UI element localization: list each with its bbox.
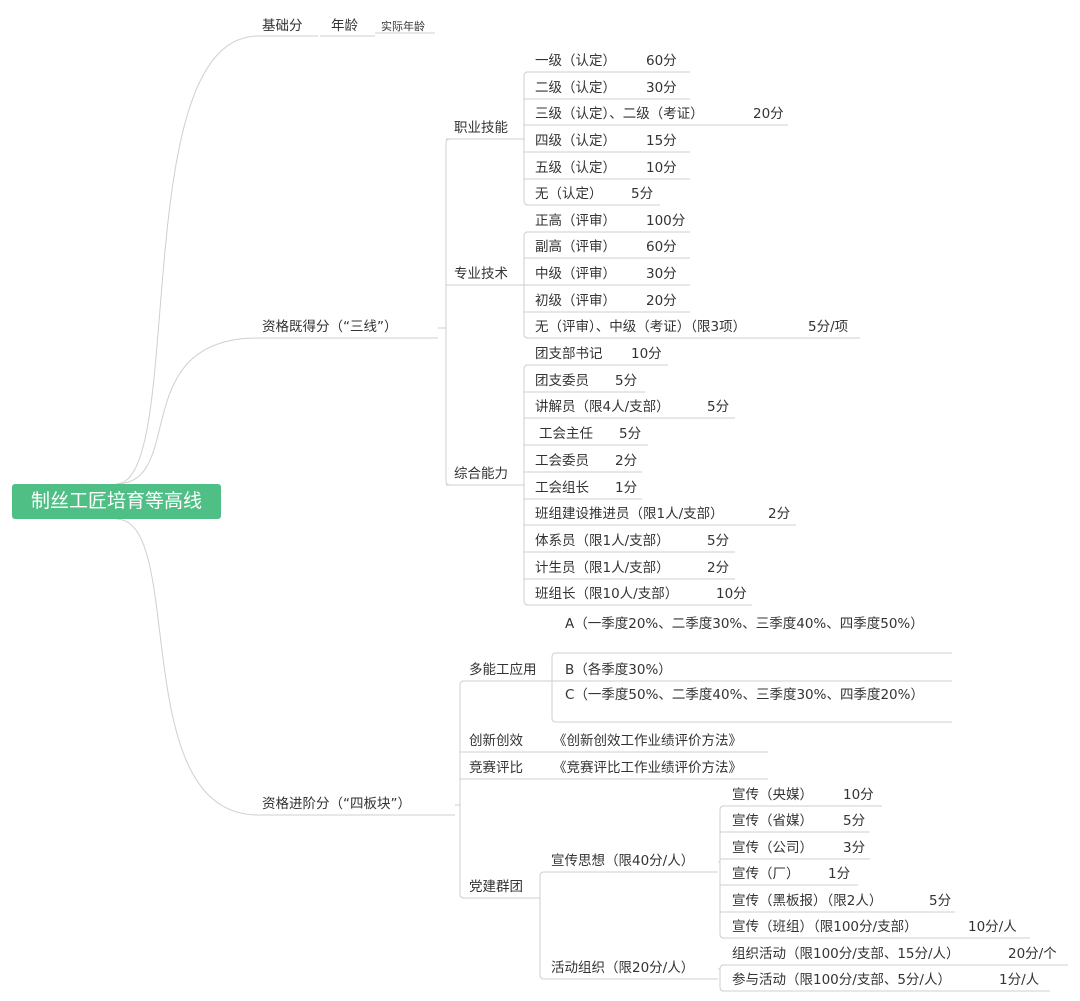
advanced-score-node[interactable]: 资格进阶分（“四板块”） [262, 796, 411, 812]
leaf-score: 5分 [707, 399, 730, 415]
leaf-item[interactable]: 班组长（限10人/支部） [535, 586, 679, 602]
leaf-item[interactable]: 计生员（限1人/支部） [535, 560, 670, 576]
basic-score-node[interactable]: 基础分 [262, 18, 303, 34]
leaf-score: 1分/人 [999, 972, 1040, 988]
leaf-item[interactable]: 四级（认定） [535, 133, 616, 149]
leaf-score: 30分 [646, 80, 677, 96]
leaf-score: 100分 [646, 213, 686, 229]
leaf-score: 10分 [843, 787, 874, 803]
connector [523, 71, 530, 139]
leaf-item[interactable]: 团支委员 [535, 373, 589, 389]
leaf-item[interactable]: 工会委员 [535, 453, 589, 469]
leaf-score: 10分 [631, 346, 662, 362]
multi-item-a[interactable]: A（一季度20%、二季度30%、三季度40%、四季度50%） [565, 616, 924, 632]
leaf-item[interactable]: 宣传（省媒） [732, 813, 813, 829]
leaf-score: 1分 [828, 866, 851, 882]
leaf-item[interactable]: 一级（认定） [535, 53, 616, 69]
leaf-item[interactable]: 工会组长 [535, 480, 589, 496]
leaf-item[interactable]: 五级（认定） [535, 160, 616, 176]
connector [551, 652, 558, 681]
leaf-score: 1分 [615, 480, 638, 496]
leaf-score: 30分 [646, 266, 677, 282]
innovation-node[interactable]: 创新创效 [469, 733, 523, 749]
tech-node[interactable]: 专业技术 [454, 266, 508, 282]
leaf-item[interactable]: 工会主任 [539, 426, 593, 442]
connector [523, 485, 530, 606]
leaf-item[interactable]: 无（认定） [535, 186, 603, 202]
leaf-item[interactable]: 组织活动（限100分/支部、15分/人） [732, 946, 960, 962]
leaf-item[interactable]: 初级（评审） [535, 293, 616, 309]
leaf-score: 20分 [646, 293, 677, 309]
multi-item-b[interactable]: B（各季度30%） [565, 662, 672, 678]
connector [115, 518, 259, 816]
leaf-score: 5分 [843, 813, 866, 829]
leaf-score: 10分 [646, 160, 677, 176]
connector [523, 364, 530, 485]
leaf-score: 60分 [646, 53, 677, 69]
leaf-score: 5分 [707, 533, 730, 549]
activity-node[interactable]: 活动组织（限20分/人） [551, 960, 695, 976]
leaf-score: 20分/个 [1008, 946, 1057, 962]
multi-item-c[interactable]: C（一季度50%、二季度40%、三季度30%、四季度20%） [565, 687, 924, 703]
competition-detail[interactable]: 《竞赛评比工作业绩评价方法》 [553, 760, 742, 776]
leaf-item[interactable]: 班组建设推进员（限1人/支部） [535, 506, 724, 522]
connector [719, 862, 726, 939]
connector [115, 35, 259, 485]
connector [551, 681, 558, 723]
leaf-score: 2分 [768, 506, 791, 522]
connector [719, 969, 726, 992]
competition-node[interactable]: 竞赛评比 [469, 760, 523, 776]
leaf-item[interactable]: 正高（评审） [535, 213, 616, 229]
leaf-score: 10分 [716, 586, 747, 602]
leaf-score: 10分/人 [968, 919, 1017, 935]
leaf-item[interactable]: 宣传（央媒） [732, 787, 813, 803]
multi-skill-node[interactable]: 多能工应用 [469, 662, 537, 678]
propaganda-node[interactable]: 宣传思想（限40分/人） [551, 853, 695, 869]
connector [445, 328, 452, 486]
connector [523, 139, 530, 206]
age-node[interactable]: 年龄 [331, 18, 358, 34]
connector [459, 680, 466, 805]
leaf-score: 60分 [646, 239, 677, 255]
leaf-item[interactable]: 宣传（黑板报）（限2人） [732, 893, 883, 909]
leaf-item[interactable]: 讲解员（限4人/支部） [535, 399, 670, 415]
leaf-item[interactable]: 宣传（厂） [732, 866, 800, 882]
leaf-item[interactable]: 无（评审）、中级（考证）（限3项） [535, 319, 747, 335]
leaf-item[interactable]: 团支部书记 [535, 346, 603, 362]
leaf-score: 2分 [615, 453, 638, 469]
leaf-item[interactable]: 副高（评审） [535, 239, 616, 255]
qualification-score-node[interactable]: 资格既得分（“三线”） [262, 319, 398, 335]
root-node[interactable]: 制丝工匠培育等高线 [12, 484, 221, 519]
leaf-item[interactable]: 体系员（限1人/支部） [535, 533, 670, 549]
leaf-item[interactable]: 宣传（公司） [732, 840, 813, 856]
leaf-item[interactable]: 中级（评审） [535, 266, 616, 282]
leaf-item[interactable]: 三级（认定）、二级（考证） [535, 106, 704, 122]
leaf-score: 5分 [631, 186, 654, 202]
age-detail-node[interactable]: 实际年龄 [381, 20, 425, 33]
connector [539, 871, 546, 888]
party-node[interactable]: 党建群团 [469, 879, 523, 895]
connector [459, 805, 466, 899]
leaf-item[interactable]: 宣传（班组）（限100分/支部） [732, 919, 918, 935]
connector [115, 337, 259, 485]
innovation-detail[interactable]: 《创新创效工作业绩评价方法》 [553, 733, 742, 749]
leaf-score: 5分 [929, 893, 952, 909]
leaf-item[interactable]: 二级（认定） [535, 80, 616, 96]
leaf-score: 5分 [615, 373, 638, 389]
skill-node[interactable]: 职业技能 [454, 120, 508, 136]
leaf-score: 20分 [753, 106, 784, 122]
connector [719, 805, 726, 862]
leaf-score: 5分 [619, 426, 642, 442]
leaf-score: 15分 [646, 133, 677, 149]
connector [719, 964, 726, 970]
leaf-score: 3分 [843, 840, 866, 856]
connector [539, 888, 546, 980]
ability-node[interactable]: 综合能力 [454, 466, 508, 482]
leaf-score: 5分/项 [808, 319, 849, 335]
connector [445, 138, 452, 328]
leaf-item[interactable]: 参与活动（限100分/支部、5分/人） [732, 972, 951, 988]
leaf-score: 2分 [707, 560, 730, 576]
